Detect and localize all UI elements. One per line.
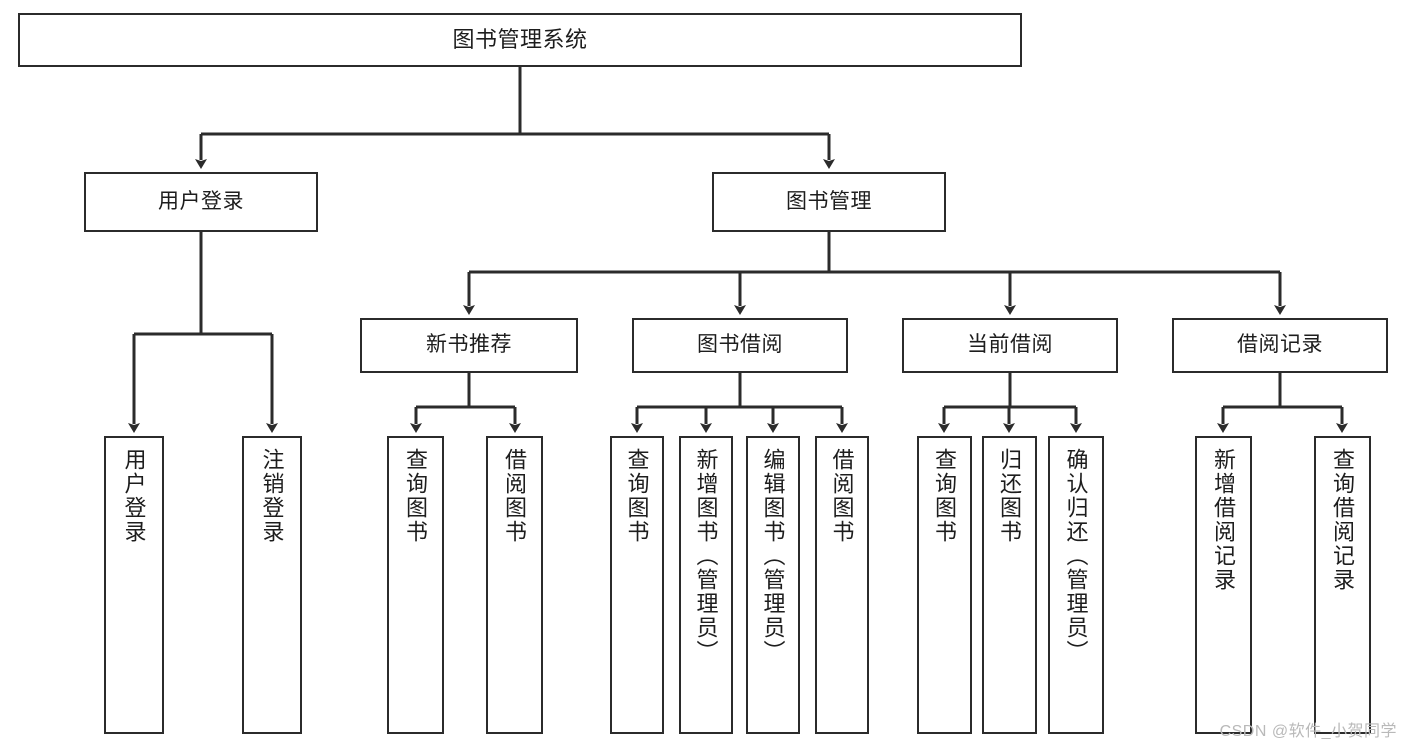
node-leaf-add-book[interactable]: 新增图书（管理员） [679,436,733,734]
node-book-manage-label: 图书管理 [786,189,872,213]
node-leaf-edit-book[interactable]: 编辑图书（管理员） [746,436,800,734]
node-leaf-return-book-label: 归还图书 [997,448,1023,544]
node-leaf-query-book-1[interactable]: 查询图书 [387,436,444,734]
node-new-book-rec[interactable]: 新书推荐 [360,318,578,373]
node-user-login-label: 用户登录 [158,189,244,213]
node-borrow-record[interactable]: 借阅记录 [1172,318,1388,373]
node-leaf-user-login[interactable]: 用户登录 [104,436,164,734]
node-leaf-edit-book-label: 编辑图书（管理员） [760,448,786,664]
node-root-label: 图书管理系统 [452,27,588,53]
node-leaf-borrow-book-2-label: 借阅图书 [829,448,855,544]
node-leaf-add-record[interactable]: 新增借阅记录 [1195,436,1252,734]
node-new-book-rec-label: 新书推荐 [426,333,512,357]
node-leaf-query-book-3-label: 查询图书 [932,448,958,544]
node-leaf-query-record[interactable]: 查询借阅记录 [1314,436,1371,734]
node-leaf-query-record-label: 查询借阅记录 [1330,448,1356,592]
node-leaf-query-book-2[interactable]: 查询图书 [610,436,664,734]
node-current-borrow-label: 当前借阅 [967,333,1053,357]
node-leaf-return-book[interactable]: 归还图书 [982,436,1037,734]
node-leaf-borrow-book-1[interactable]: 借阅图书 [486,436,543,734]
watermark: CSDN @软件_小贺同学 [1219,723,1397,740]
node-root[interactable]: 图书管理系统 [18,13,1022,67]
node-book-borrow-label: 图书借阅 [697,333,783,357]
node-current-borrow[interactable]: 当前借阅 [902,318,1118,373]
node-leaf-borrow-book-2[interactable]: 借阅图书 [815,436,869,734]
node-leaf-confirm-return-label: 确认归还（管理员） [1063,448,1089,664]
node-leaf-query-book-3[interactable]: 查询图书 [917,436,972,734]
node-leaf-borrow-book-1-label: 借阅图书 [502,448,528,544]
node-leaf-logout-login-label: 注销登录 [259,448,285,544]
node-leaf-add-record-label: 新增借阅记录 [1211,448,1237,592]
node-leaf-query-book-2-label: 查询图书 [624,448,650,544]
node-borrow-record-label: 借阅记录 [1237,333,1323,357]
node-leaf-confirm-return[interactable]: 确认归还（管理员） [1048,436,1104,734]
node-book-borrow[interactable]: 图书借阅 [632,318,848,373]
node-leaf-add-book-label: 新增图书（管理员） [693,448,719,664]
node-leaf-user-login-label: 用户登录 [121,448,147,544]
node-user-login[interactable]: 用户登录 [84,172,318,232]
node-leaf-logout-login[interactable]: 注销登录 [242,436,302,734]
node-book-manage[interactable]: 图书管理 [712,172,946,232]
node-leaf-query-book-1-label: 查询图书 [403,448,429,544]
